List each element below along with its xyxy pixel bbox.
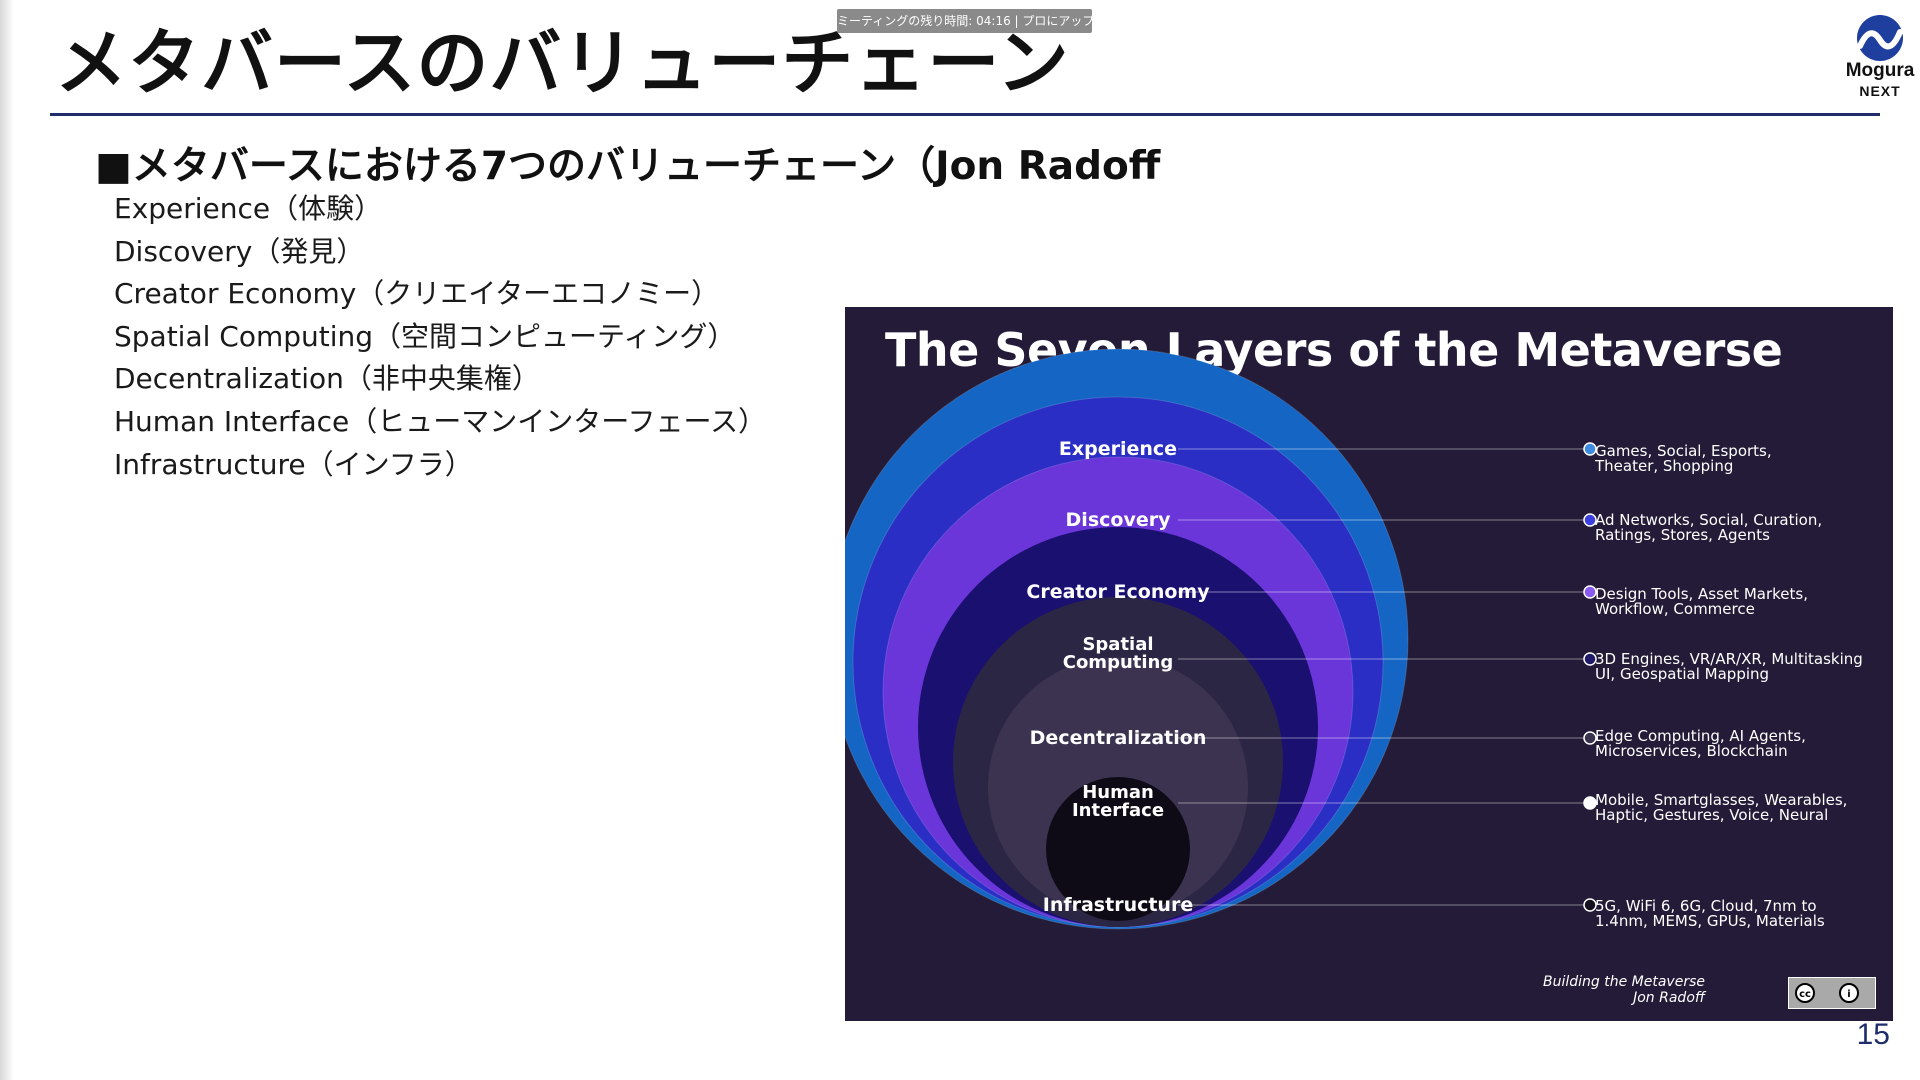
desc-line: Games, Social, Esports,	[1595, 442, 1772, 460]
layer-label: Creator Economy	[1026, 581, 1210, 603]
page-number: 15	[1856, 1018, 1890, 1051]
figure-credit: Building the Metaverse Jon Radoff	[1465, 974, 1705, 1006]
slide-title: メタバースのバリューチェーン	[55, 21, 1070, 105]
connector-dot	[1583, 442, 1597, 456]
layer-label: Infrastructure	[1043, 894, 1193, 916]
section-heading: ■メタバースにおける7つのバリューチェーン（Jon Radoff	[95, 144, 1161, 189]
list-item: Experience（体験）	[114, 192, 383, 225]
logo-sub: NEXT	[1859, 83, 1901, 99]
layer-desc-infrastructure: 5G, WiFi 6, 6G, Cloud, 7nm to 1.4nm, MEM…	[1595, 899, 1875, 929]
desc-line: Haptic, Gestures, Voice, Neural	[1595, 806, 1829, 824]
layer-label: Experience	[1059, 438, 1177, 460]
layer-desc-decentralization: Edge Computing, AI Agents, Microservices…	[1595, 729, 1875, 759]
cc-license-badge: cc i	[1788, 977, 1876, 1009]
list-item: Infrastructure（インフラ）	[114, 447, 473, 481]
mogura-logo-icon	[1857, 15, 1903, 61]
connector-dot	[1583, 513, 1597, 527]
desc-line: 3D Engines, VR/AR/XR, Multitasking	[1595, 650, 1863, 668]
layer-desc-experience: Games, Social, Esports, Theater, Shoppin…	[1595, 444, 1875, 474]
logo-name: Mogura	[1845, 60, 1915, 81]
desc-line: Mobile, Smartglasses, Wearables,	[1595, 791, 1848, 809]
desc-line: UI, Geospatial Mapping	[1595, 665, 1770, 683]
layer-desc-spatial-computing: 3D Engines, VR/AR/XR, Multitasking UI, G…	[1595, 652, 1875, 682]
layer-label: Discovery	[1066, 509, 1172, 531]
title-divider	[50, 113, 1880, 116]
desc-line: Ad Networks, Social, Curation,	[1595, 511, 1823, 529]
connector-dot	[1583, 585, 1597, 599]
list-item: Spatial Computing（空間コンピューティング）	[114, 319, 736, 353]
desc-line: Theater, Shopping	[1595, 457, 1734, 475]
layer-desc-human-interface: Mobile, Smartglasses, Wearables, Haptic,…	[1595, 793, 1875, 823]
desc-line: Ratings, Stores, Agents	[1595, 526, 1770, 544]
connector-dot	[1583, 898, 1597, 912]
desc-line: Design Tools, Asset Markets,	[1595, 585, 1808, 603]
desc-line: Workflow, Commerce	[1595, 600, 1755, 618]
meeting-time-notice[interactable]: ミーティングの残り時間: 04:16 | プロにアップグレード	[837, 9, 1092, 33]
list-item: Discovery（発見）	[114, 234, 365, 268]
list-item: Human Interface（ヒューマンインターフェース）	[114, 404, 767, 438]
credit-line: Jon Radoff	[1633, 990, 1705, 1006]
layer-desc-creator-economy: Design Tools, Asset Markets, Workflow, C…	[1595, 587, 1875, 617]
list-item: Creator Economy（クリエイターエコノミー）	[114, 277, 720, 311]
window-edge-shadow	[0, 0, 14, 1080]
cc-icon: cc	[1795, 983, 1815, 1003]
desc-line: Edge Computing, AI Agents,	[1595, 727, 1806, 745]
credit-line: Building the Metaverse	[1543, 974, 1705, 990]
mogura-logo: Mogura NEXT	[1834, 10, 1920, 102]
connector-dot	[1583, 796, 1597, 810]
metaverse-layers-figure: The Seven Layers of the Metaverse Experi…	[845, 307, 1893, 1021]
layer-label: Decentralization	[1030, 727, 1207, 749]
list-item: Decentralization（非中央集権）	[114, 362, 540, 396]
by-icon: i	[1839, 983, 1859, 1003]
connector-dot	[1583, 731, 1597, 745]
desc-line: 1.4nm, MEMS, GPUs, Materials	[1595, 912, 1825, 930]
connector-dot	[1583, 652, 1597, 666]
desc-line: Microservices, Blockchain	[1595, 742, 1788, 760]
layer-desc-discovery: Ad Networks, Social, Curation, Ratings, …	[1595, 513, 1875, 543]
desc-line: 5G, WiFi 6, 6G, Cloud, 7nm to	[1595, 897, 1817, 915]
layer-list: Experience（体験） Discovery（発見） Creator Eco…	[114, 188, 766, 486]
layer-circle	[1046, 777, 1190, 921]
